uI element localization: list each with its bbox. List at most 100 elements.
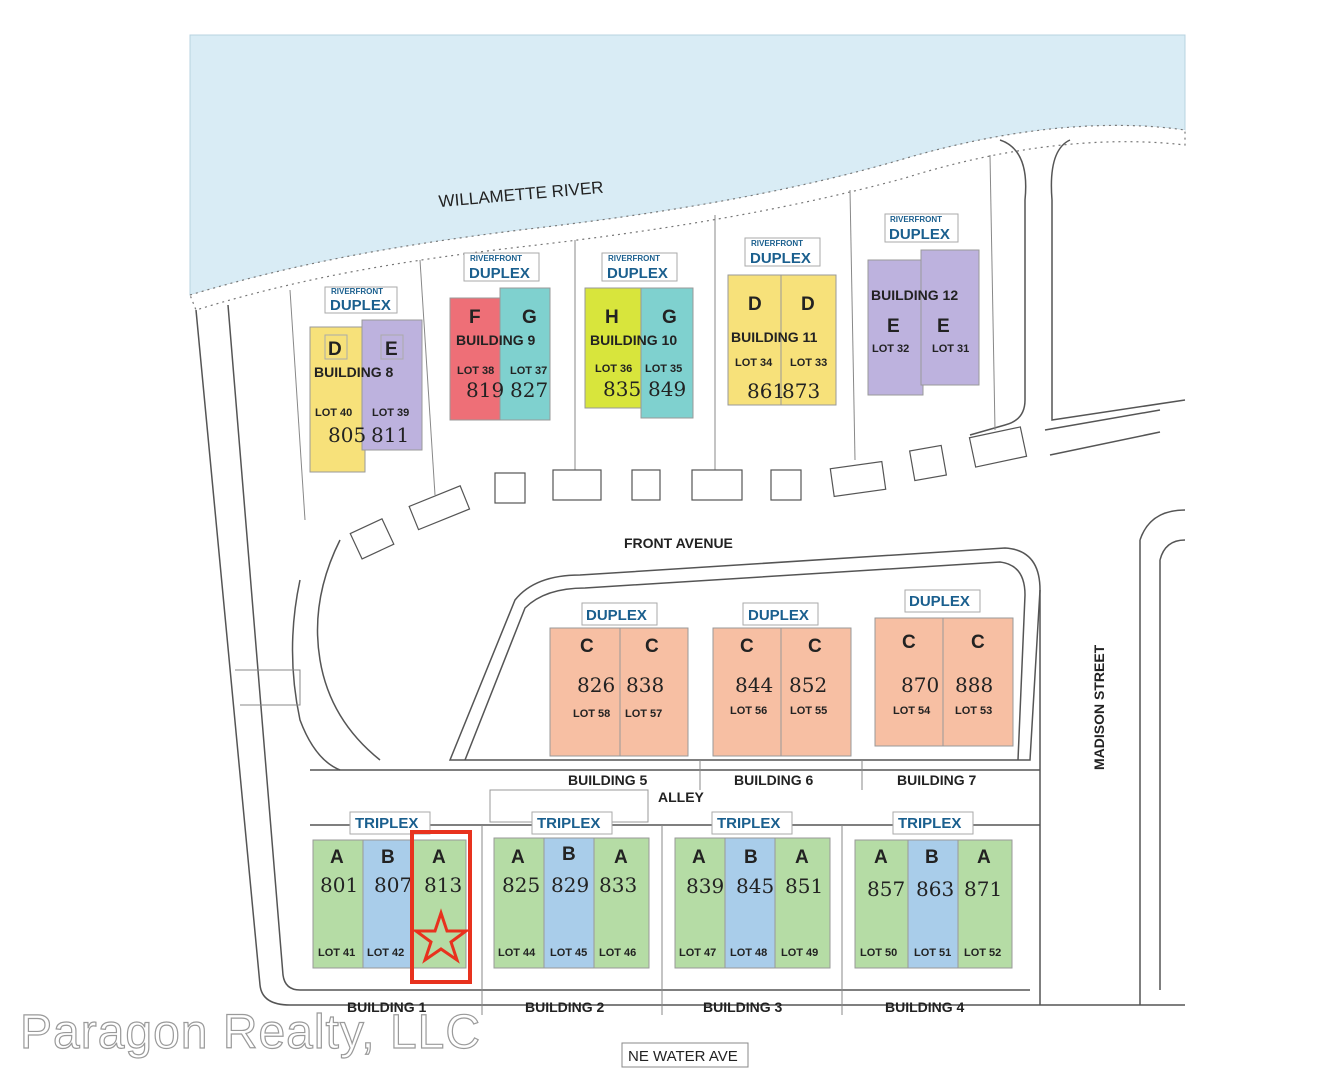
madison-street-label: MADISON STREET — [1091, 644, 1107, 770]
svg-text:LOT 32: LOT 32 — [872, 343, 909, 355]
svg-text:851: 851 — [785, 874, 823, 898]
west-connector — [235, 669, 301, 706]
svg-text:DUPLEX: DUPLEX — [586, 607, 647, 624]
svg-text:E: E — [937, 316, 950, 337]
svg-text:BUILDING 12: BUILDING 12 — [871, 287, 958, 303]
building-7: C C 870 888 LOT 54 LOT 53 DUPLEX BUILDIN… — [874, 589, 1014, 788]
svg-text:D: D — [748, 294, 762, 315]
svg-text:LOT 39: LOT 39 — [372, 407, 409, 419]
svg-text:B: B — [562, 844, 576, 865]
willamette-river — [189, 34, 1186, 296]
svg-text:LOT 42: LOT 42 — [367, 947, 404, 959]
building-8: D E BUILDING 8 LOT 40 LOT 39 805 811 RIV… — [309, 286, 423, 473]
building-11: D D BUILDING 11 LOT 34 LOT 33 861 873 RI… — [727, 237, 837, 406]
svg-text:DUPLEX: DUPLEX — [748, 607, 809, 624]
west-inner-path — [227, 304, 301, 991]
svg-text:TRIPLEX: TRIPLEX — [898, 815, 961, 832]
front-avenue-inner-loop-2 — [464, 561, 1026, 761]
svg-text:BUILDING 2: BUILDING 2 — [525, 999, 605, 1015]
svg-text:827: 827 — [510, 378, 548, 402]
svg-text:A: A — [511, 847, 525, 868]
building-2: A B A 825 829 833 LOT 44 LOT 45 LOT 46 T… — [489, 789, 650, 1015]
svg-text:H: H — [605, 307, 619, 328]
svg-text:A: A — [330, 847, 344, 868]
svg-text:DUPLEX: DUPLEX — [889, 226, 950, 243]
svg-text:BUILDING 10: BUILDING 10 — [590, 332, 677, 348]
svg-text:G: G — [662, 307, 677, 328]
svg-text:B: B — [381, 847, 395, 868]
building-4: A B A 857 863 871 LOT 50 LOT 51 LOT 52 T… — [854, 811, 1013, 1015]
svg-text:BUILDING 3: BUILDING 3 — [703, 999, 783, 1015]
north-lot-lines — [289, 154, 996, 521]
svg-text:807: 807 — [374, 873, 412, 897]
svg-text:838: 838 — [626, 673, 664, 697]
svg-text:LOT 48: LOT 48 — [730, 947, 767, 959]
svg-text:819: 819 — [466, 378, 504, 402]
west-site-boundary — [195, 309, 291, 1006]
svg-text:DUPLEX: DUPLEX — [330, 297, 391, 314]
svg-text:TRIPLEX: TRIPLEX — [537, 815, 600, 832]
svg-text:TRIPLEX: TRIPLEX — [717, 815, 780, 832]
svg-text:888: 888 — [955, 673, 993, 697]
svg-text:LOT 37: LOT 37 — [510, 365, 547, 377]
svg-text:E: E — [887, 316, 900, 337]
svg-text:LOT 53: LOT 53 — [955, 705, 992, 717]
svg-text:A: A — [432, 847, 446, 868]
svg-text:C: C — [740, 636, 754, 657]
svg-text:826: 826 — [577, 673, 615, 697]
svg-text:RIVERFRONT: RIVERFRONT — [470, 254, 522, 263]
svg-text:844: 844 — [735, 673, 773, 697]
svg-text:LOT 44: LOT 44 — [498, 947, 536, 959]
east-riverside-path — [969, 139, 1027, 436]
svg-text:871: 871 — [964, 877, 1002, 901]
svg-text:LOT 51: LOT 51 — [914, 947, 951, 959]
svg-text:873: 873 — [782, 379, 820, 403]
building-9: F G BUILDING 9 LOT 38 LOT 37 819 827 RIV… — [449, 252, 551, 421]
building-6: C C 844 852 LOT 56 LOT 55 DUPLEX BUILDIN… — [712, 602, 852, 788]
svg-text:C: C — [580, 636, 594, 657]
east-driveway — [1044, 409, 1161, 456]
svg-text:F: F — [469, 307, 481, 328]
svg-text:A: A — [614, 847, 628, 868]
svg-text:LOT 45: LOT 45 — [550, 947, 587, 959]
svg-text:BUILDING 1: BUILDING 1 — [347, 999, 427, 1015]
svg-text:835: 835 — [603, 377, 641, 401]
svg-text:863: 863 — [916, 877, 954, 901]
madison-street-east — [1139, 509, 1186, 1005]
svg-text:845: 845 — [736, 874, 774, 898]
svg-text:BUILDING 9: BUILDING 9 — [456, 332, 536, 348]
svg-text:BUILDING 6: BUILDING 6 — [734, 772, 814, 788]
svg-text:RIVERFRONT: RIVERFRONT — [751, 239, 803, 248]
svg-text:LOT 47: LOT 47 — [679, 947, 716, 959]
svg-text:LOT 58: LOT 58 — [573, 708, 610, 720]
front-avenue-inner-loop — [448, 547, 1041, 761]
svg-text:BUILDING 5: BUILDING 5 — [568, 772, 648, 788]
svg-text:D: D — [801, 294, 815, 315]
svg-text:DUPLEX: DUPLEX — [750, 250, 811, 267]
svg-text:DUPLEX: DUPLEX — [607, 265, 668, 282]
svg-text:LOT 38: LOT 38 — [457, 365, 494, 377]
svg-text:LOT 35: LOT 35 — [645, 363, 682, 375]
building-1: A B A 801 807 813 LOT 41 LOT 42 TRIPLEX … — [312, 811, 467, 1015]
svg-text:849: 849 — [648, 377, 686, 401]
svg-text:A: A — [692, 847, 706, 868]
svg-text:TRIPLEX: TRIPLEX — [355, 815, 418, 832]
front-avenue-label: FRONT AVENUE — [624, 535, 733, 551]
svg-text:RIVERFRONT: RIVERFRONT — [890, 215, 942, 224]
svg-text:A: A — [977, 847, 991, 868]
svg-text:LOT 41: LOT 41 — [318, 947, 355, 959]
svg-text:E: E — [385, 339, 398, 360]
watermark-text: Paragon Realty, LLC — [19, 1005, 482, 1059]
svg-text:LOT 46: LOT 46 — [599, 947, 636, 959]
svg-text:BUILDING 4: BUILDING 4 — [885, 999, 965, 1015]
svg-text:C: C — [645, 636, 659, 657]
alley-label: ALLEY — [658, 789, 705, 805]
building-10: H G BUILDING 10 LOT 36 LOT 35 835 849 RI… — [584, 252, 694, 419]
svg-text:825: 825 — [502, 873, 540, 897]
svg-text:801: 801 — [320, 873, 358, 897]
svg-text:839: 839 — [686, 874, 724, 898]
svg-text:811: 811 — [371, 423, 409, 447]
svg-text:DUPLEX: DUPLEX — [909, 593, 970, 610]
svg-text:C: C — [971, 632, 985, 653]
